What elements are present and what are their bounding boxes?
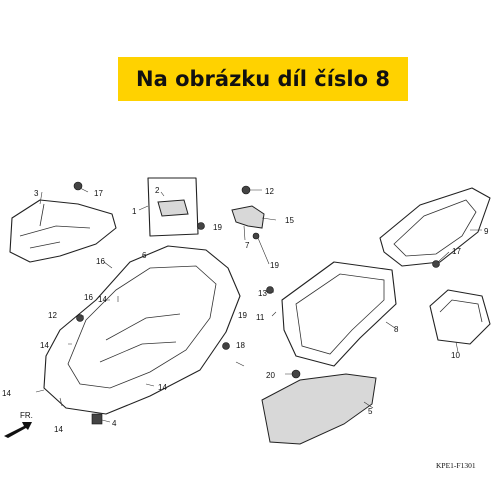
bolt-17b xyxy=(432,260,440,268)
bolt-19b xyxy=(252,232,260,240)
callout-19b: 19 xyxy=(270,261,279,270)
callout-9: 9 xyxy=(484,227,489,236)
callout-12b: 12 xyxy=(48,311,57,320)
diagram-code: KPE1-F1301 xyxy=(436,461,476,470)
callout-11: 11 xyxy=(256,313,265,322)
callout-17: 17 xyxy=(94,189,103,198)
callout-2: 2 xyxy=(155,186,160,195)
banner: Na obrázku díl číslo 8 xyxy=(118,57,408,101)
callout-18: 18 xyxy=(236,341,245,350)
callout-14b: 14 xyxy=(40,341,49,350)
callout-20: 20 xyxy=(266,371,275,380)
bolt-12 xyxy=(241,185,251,195)
callout-13: 13 xyxy=(258,289,267,298)
callout-12: 12 xyxy=(265,187,274,196)
callout-1: 1 xyxy=(132,207,137,216)
callout-7: 7 xyxy=(245,241,250,250)
callout-14d: 14 xyxy=(54,425,63,434)
bolt-17 xyxy=(73,181,83,191)
callout-14e: 14 xyxy=(158,383,167,392)
part-9-tray-frame xyxy=(379,187,491,267)
part-3-cover xyxy=(9,199,117,263)
callout-14a: 14 xyxy=(98,295,107,304)
callout-10: 10 xyxy=(451,351,460,360)
part-5-lower-cover xyxy=(261,373,377,445)
callout-19c: 19 xyxy=(238,311,247,320)
part-4-clip xyxy=(91,413,103,425)
callout-15: 15 xyxy=(285,216,294,225)
callout-16: 16 xyxy=(96,257,105,266)
part-7-bracket xyxy=(231,205,265,229)
callout-14c: 14 xyxy=(2,389,11,398)
callout-5: 5 xyxy=(368,407,373,416)
callout-8: 8 xyxy=(394,325,399,334)
bolt-19 xyxy=(197,222,205,230)
front-arrow: FR. xyxy=(4,411,33,438)
banner-text: Na obrázku díl číslo 8 xyxy=(136,67,390,91)
bolt-12b xyxy=(76,314,84,322)
callout-6: 6 xyxy=(142,251,147,260)
callout-4: 4 xyxy=(112,419,117,428)
part-8-luggage-box xyxy=(281,261,397,367)
callout-3: 3 xyxy=(34,189,39,198)
part-6-frame xyxy=(43,245,241,415)
callout-16b: 16 xyxy=(84,293,93,302)
callout-17b: 17 xyxy=(452,247,461,256)
front-arrow-label: FR. xyxy=(20,411,33,420)
part-1-2-plate xyxy=(147,177,199,237)
part-10-small-box xyxy=(429,289,491,345)
callout-19: 19 xyxy=(213,223,222,232)
bolt-13 xyxy=(266,286,274,294)
